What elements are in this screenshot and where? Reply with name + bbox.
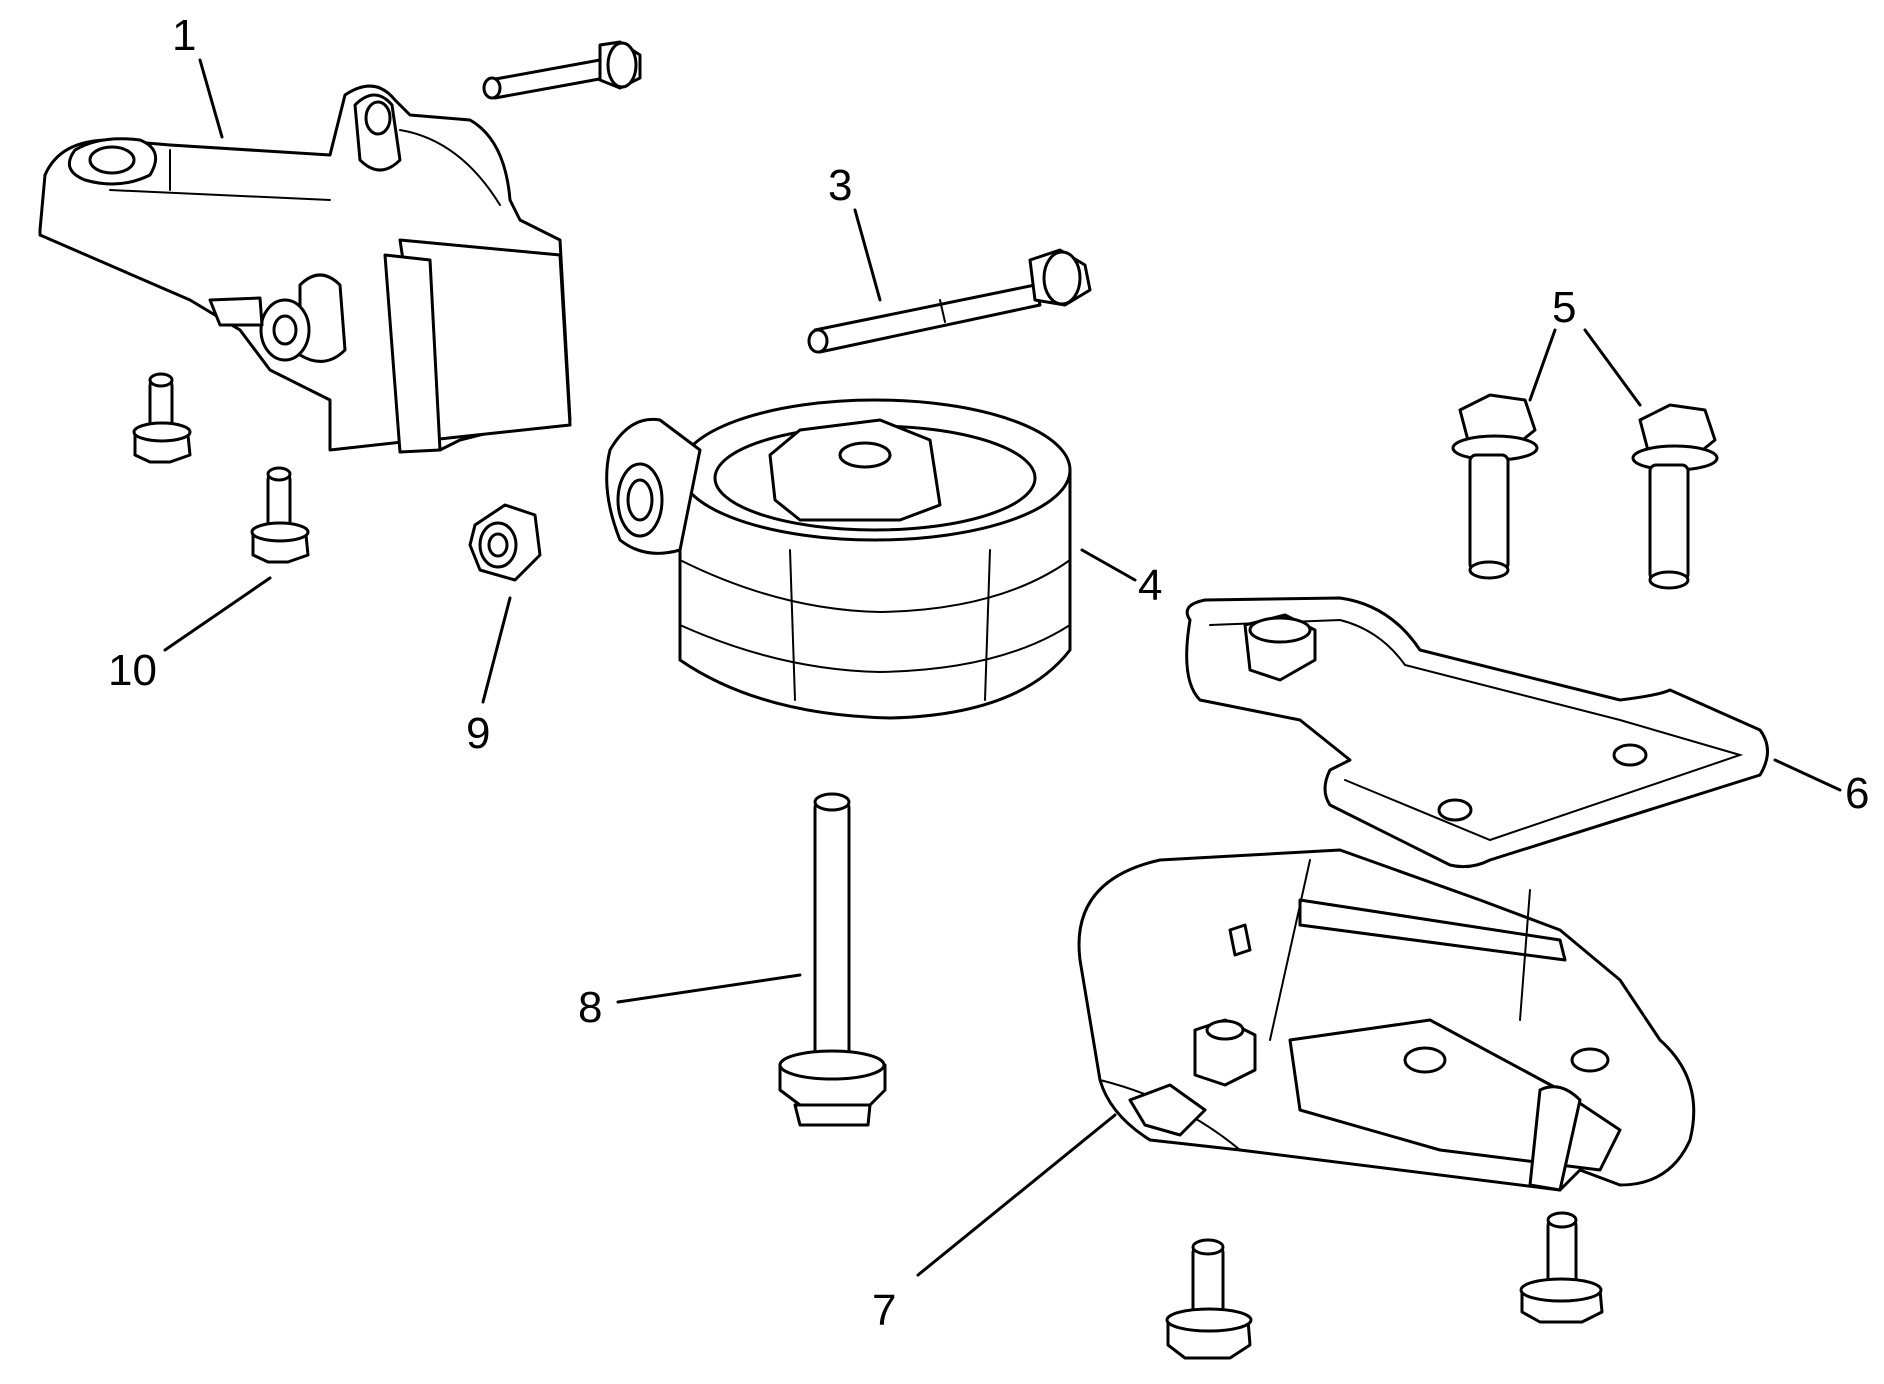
part-4-rubber-mount xyxy=(605,398,1072,720)
leader-10 xyxy=(163,576,272,652)
callout-10: 10 xyxy=(108,646,157,695)
part-3-long-bolt xyxy=(807,248,1092,354)
part-5-bolt-right xyxy=(1631,403,1719,590)
callout-labels: 1 3 4 5 6 7 8 9 10 xyxy=(108,11,1869,1335)
callout-6: 6 xyxy=(1845,769,1869,818)
leader-5a xyxy=(1528,328,1557,402)
leader-5b xyxy=(1583,328,1642,407)
callout-8: 8 xyxy=(578,983,602,1032)
part-6-upper-plate xyxy=(1185,596,1769,869)
bottom-bolt-left xyxy=(1165,1238,1253,1360)
callout-1: 1 xyxy=(172,11,196,60)
part-7-lower-bracket xyxy=(1077,848,1696,1192)
callout-4: 4 xyxy=(1138,561,1162,610)
callout-7: 7 xyxy=(872,1286,896,1335)
leader-lines xyxy=(163,58,1842,1277)
leader-4 xyxy=(1080,548,1137,582)
part-10-bolt-lower xyxy=(250,466,310,564)
part-5-bolt-left xyxy=(1451,393,1539,580)
leader-9 xyxy=(481,596,512,704)
callout-5: 5 xyxy=(1552,283,1576,332)
part-8-long-bolt xyxy=(778,792,887,1127)
leader-3 xyxy=(853,208,882,302)
part-9-flange-nut xyxy=(468,503,542,582)
leader-8 xyxy=(616,973,802,1004)
top-bolt xyxy=(482,40,642,100)
leader-6 xyxy=(1773,758,1842,792)
bottom-bolt-right xyxy=(1519,1211,1604,1324)
leader-7 xyxy=(916,1113,1117,1277)
part-1-upper-bracket xyxy=(38,84,572,454)
callout-9: 9 xyxy=(466,709,490,758)
callout-3: 3 xyxy=(828,161,852,210)
part-10-bolt-upper xyxy=(132,372,192,464)
leader-1 xyxy=(198,58,224,139)
